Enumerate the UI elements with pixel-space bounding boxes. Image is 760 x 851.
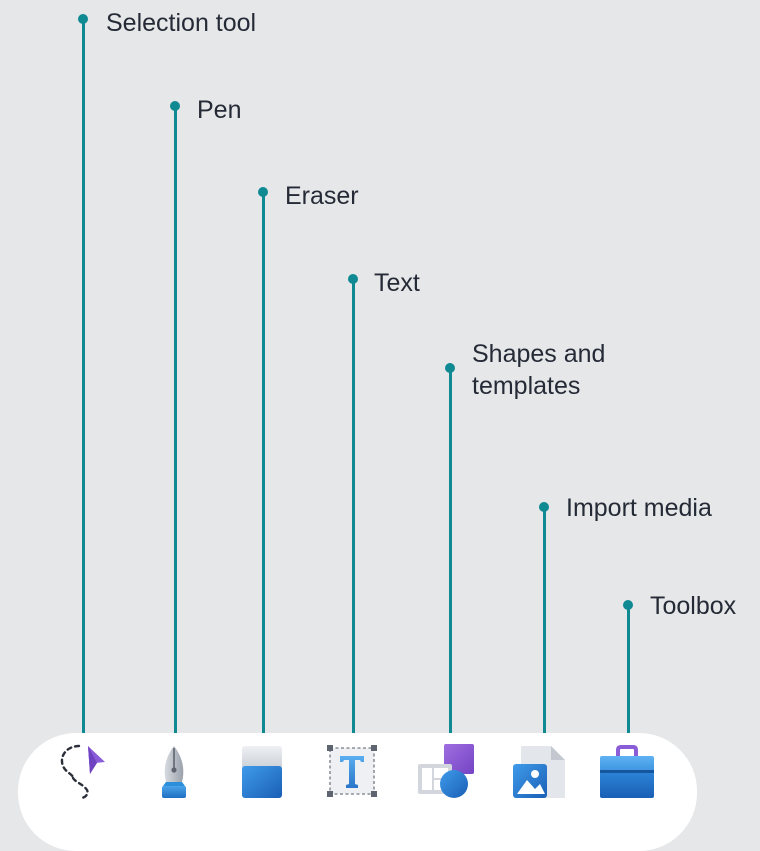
- eraser-button[interactable]: [233, 742, 291, 800]
- toolbox-callout-dot: [623, 600, 633, 610]
- image-file-icon: [513, 746, 565, 798]
- pen-callout-line: [174, 106, 177, 733]
- import-media-button[interactable]: [513, 742, 571, 800]
- text-callout-dot: [348, 274, 358, 284]
- toolbox-label: Toolbox: [650, 592, 737, 620]
- lasso-select-icon: [60, 744, 105, 800]
- selection-tool-label: Selection tool: [106, 9, 257, 37]
- toolbox-callout-line: [627, 605, 630, 733]
- shapes-and-templates-label: Shapes and templates: [472, 340, 606, 400]
- eraser-label: Eraser: [285, 182, 359, 210]
- shapes-callout-line: [449, 368, 452, 733]
- fountain-pen-icon: [162, 746, 186, 798]
- shapes-callout-dot: [445, 363, 455, 373]
- eraser-icon: [242, 746, 282, 798]
- toolbox-button[interactable]: [598, 742, 656, 800]
- shapes-templates-icon: [418, 744, 474, 798]
- selection-tool-button[interactable]: [55, 742, 113, 800]
- text-button[interactable]: [323, 742, 381, 800]
- media-callout-dot: [539, 502, 549, 512]
- text-callout-line: [352, 279, 355, 733]
- pen-callout-dot: [170, 101, 180, 111]
- shapes-and-templates-button[interactable]: [418, 742, 476, 800]
- toolbox-icon: [600, 745, 654, 798]
- selection-callout-line: [82, 19, 85, 733]
- media-callout-line: [543, 507, 546, 733]
- text-box-icon: [327, 745, 377, 797]
- pen-button[interactable]: [145, 742, 203, 800]
- eraser-callout-line: [262, 192, 265, 733]
- eraser-callout-dot: [258, 187, 268, 197]
- import-media-label: Import media: [566, 494, 712, 522]
- pen-label: Pen: [197, 96, 242, 124]
- selection-callout-dot: [78, 14, 88, 24]
- text-label: Text: [374, 269, 420, 297]
